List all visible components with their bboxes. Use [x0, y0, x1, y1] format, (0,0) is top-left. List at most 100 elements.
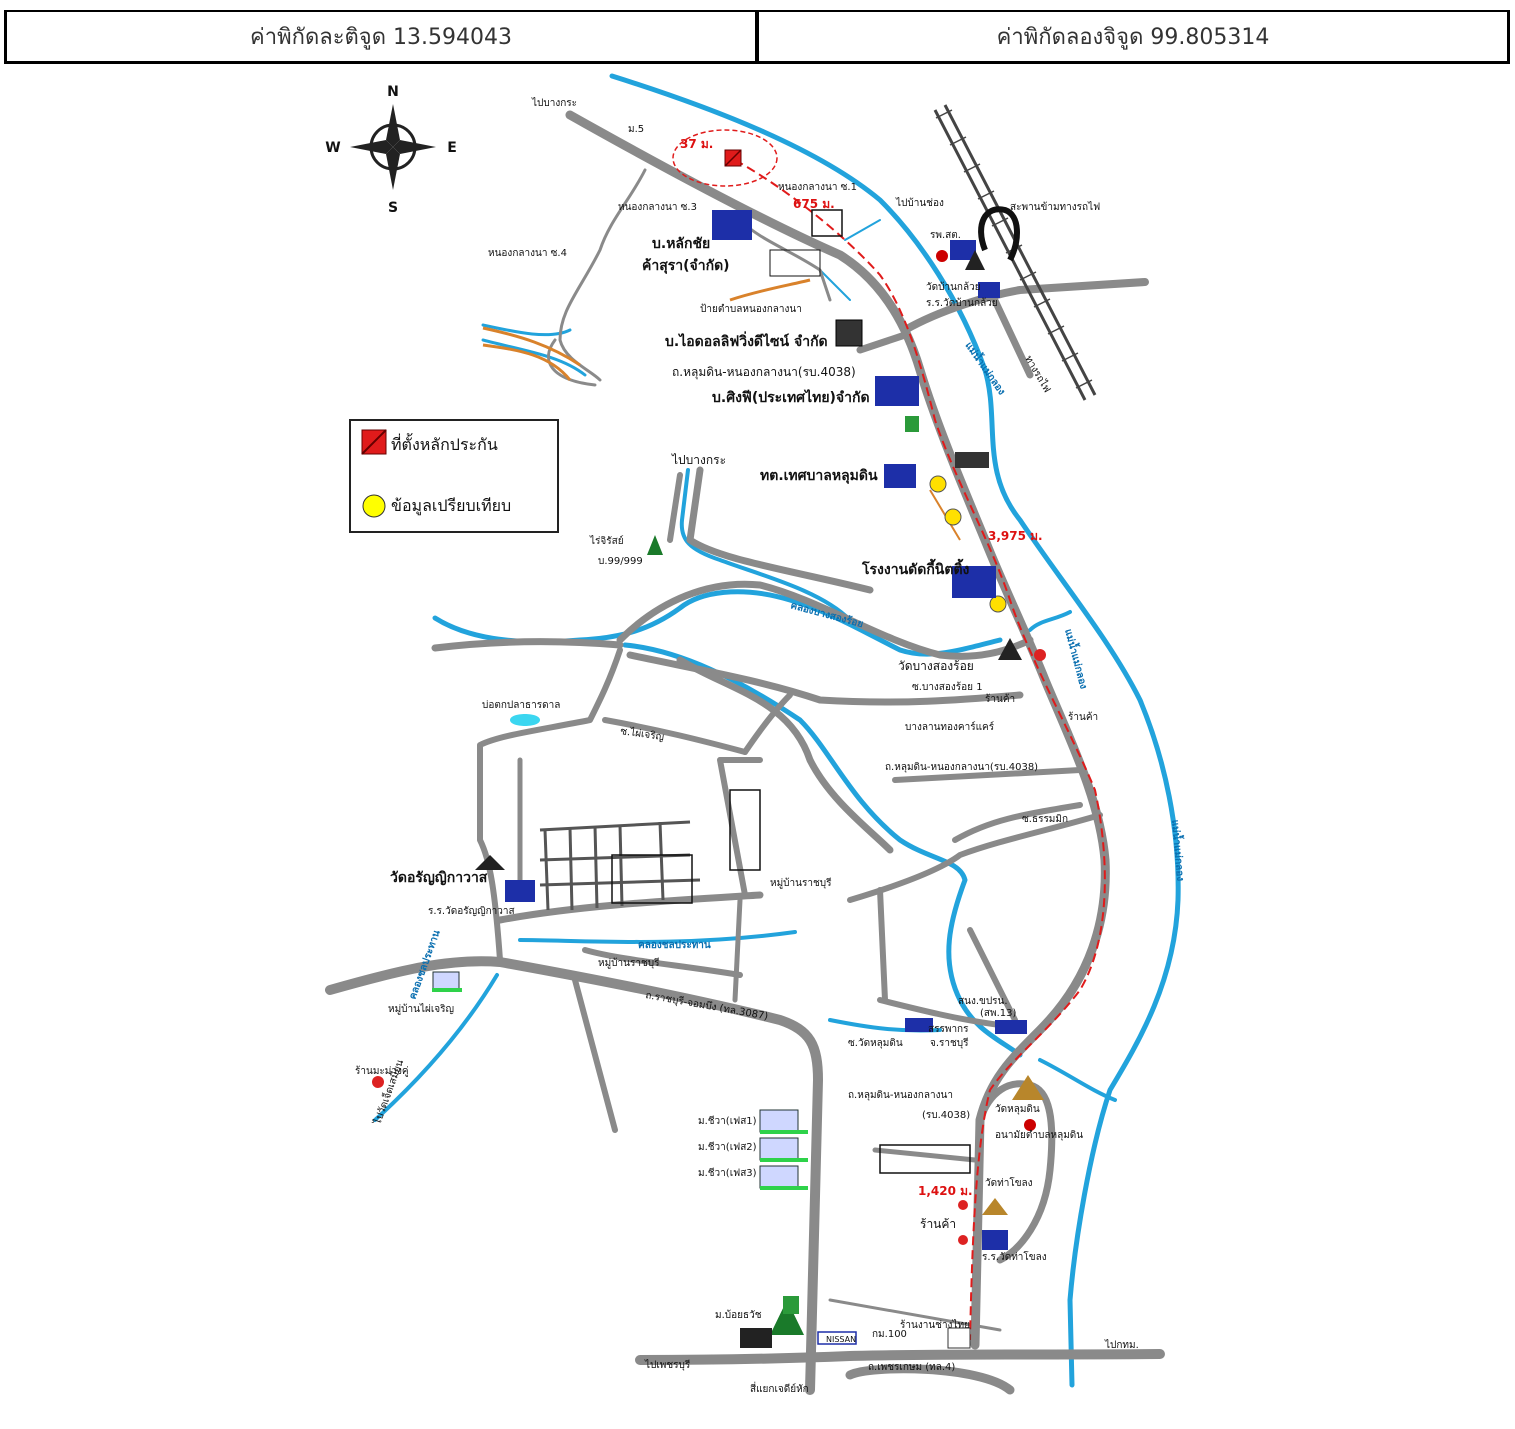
road-north-spur-b — [667, 472, 683, 543]
place-label: แม่น้ำแม่กลอง — [1062, 627, 1091, 690]
school-icon — [982, 1230, 1008, 1250]
place-label: บ.99/999 — [598, 556, 643, 567]
road-north-spur — [686, 466, 874, 594]
place-label: วัดอรัญญิกาวาส — [390, 870, 488, 886]
hospital-icon — [936, 250, 948, 262]
place-label: ร้านค้า — [920, 1217, 956, 1231]
compass-w: W — [325, 140, 340, 156]
place-label: (สพ.13) — [980, 1008, 1017, 1019]
village-grid — [539, 209, 971, 1174]
place-label: ไปกทม. — [1104, 1339, 1139, 1351]
housing-icon-phase1 — [759, 1109, 808, 1134]
comparison-marker-2 — [929, 475, 947, 493]
road-orange-1 — [729, 278, 811, 302]
canal-northwest — [481, 323, 587, 377]
distance-label: 675 ม. — [793, 197, 835, 211]
7-eleven-icon — [905, 416, 919, 432]
road-village-wat-lumdin — [877, 997, 1003, 1028]
housing-icon-phase2 — [759, 1137, 808, 1162]
place-label: สนง.ขปรน. — [958, 996, 1008, 1007]
place-label: สะพานข้ามทางรถไฟ — [1010, 201, 1100, 213]
factory-building-icon — [952, 566, 996, 598]
legend-comparison-label: ข้อมูลเปรียบเทียบ — [391, 496, 511, 516]
comparison-markers — [929, 475, 1007, 613]
irrigation-canal — [518, 930, 797, 944]
temple-icon — [965, 250, 985, 270]
place-label: ป้ายตำบลหนองกลางนา — [700, 303, 802, 315]
company-building-icon — [875, 376, 919, 406]
place-label: ร้านค้า — [1068, 711, 1098, 723]
place-label: บ.ไอดอลลิฟวิ่งดีไซน์ จำกัด — [665, 331, 828, 350]
location-map[interactable]: N S W E ที่ตั้งหลักประกัน ข้อมูลเปรียบเท… — [0, 66, 1515, 1429]
place-label: ไปบ้านช่อง — [895, 197, 944, 209]
coordinate-header: ค่าพิกัดละติจูด 13.594043 ค่าพิกัดลองจิจ… — [4, 10, 1510, 64]
place-label: โรงงานดัดกี้นิตติ้ง — [861, 558, 970, 578]
road-kl-spur — [856, 331, 909, 354]
factory-icon — [740, 1328, 772, 1348]
gas-station-icon — [947, 1327, 971, 1349]
housing-icon-village — [432, 971, 462, 992]
place-label: หมู่บ้านราชบุรี — [770, 877, 832, 889]
road-bang-song-roi — [616, 580, 1034, 660]
comparison-marker-1 — [944, 508, 962, 526]
road-tha-khlong — [872, 1147, 978, 1163]
road-mid-v — [877, 887, 888, 1003]
place-label: ร้านงานช่างไทย — [900, 1319, 970, 1331]
cube-building-icon — [835, 319, 863, 347]
temple-icon — [1012, 1075, 1044, 1100]
temple-icon — [998, 638, 1022, 660]
place-label: ค้าสุรา(จำกัด) — [642, 258, 730, 274]
road-west-link — [431, 638, 624, 652]
distance-label: 1,420 ม. — [918, 1184, 973, 1198]
place-label: ร.ร.วัดบ้านกล้วย — [926, 297, 998, 309]
road-west-loop-c — [742, 692, 793, 755]
road-ngam — [828, 1298, 1002, 1332]
place-label: จ.ราชบุรี — [930, 1037, 969, 1049]
pond-icon — [510, 714, 540, 726]
temple-icon — [982, 1198, 1008, 1215]
highway-4-south — [845, 1364, 1015, 1395]
place-label: รพ.สต. — [930, 230, 961, 241]
place-label: หมู่บ้านราชบุรี — [598, 957, 660, 969]
compass-n: N — [387, 84, 399, 100]
highway-office-icon — [995, 1020, 1027, 1034]
compass-s: S — [388, 200, 398, 216]
branch-to-river — [1038, 1058, 1117, 1102]
revenue-office-icon — [905, 1018, 933, 1032]
road-orange-2 — [482, 326, 581, 381]
place-label: หนองกลางนา ซ.3 — [618, 202, 697, 213]
building-icons — [372, 210, 1046, 1349]
road-mid-east — [847, 812, 1103, 903]
place-label: ม.5 — [628, 124, 644, 135]
distance-label: 37 ม. — [680, 137, 713, 151]
housing-icon-phase3 — [759, 1165, 808, 1190]
place-label: ไปเพชรบุรี — [644, 1359, 691, 1371]
place-label: ถ.เพชรเกษม (ทล.4) — [868, 1362, 955, 1373]
canal-south-branch — [622, 642, 1023, 1058]
7-eleven-icon — [783, 1296, 799, 1314]
place-label: หมู่บ้านไผ่เจริญ — [388, 1003, 454, 1015]
place-label: กม.100 — [872, 1329, 907, 1340]
car-icon — [955, 452, 989, 468]
longitude-cell: ค่าพิกัดลองจิจูด 99.805314 — [755, 12, 1507, 61]
collateral-highlight-circle — [672, 129, 778, 187]
place-label: ซ.บางสองร้อย 1 — [912, 681, 983, 693]
office-building-icon — [950, 240, 976, 260]
place-label: ถ.หลุมดิน-หนองกลางนา — [848, 1090, 953, 1101]
place-label: วัดท่าโขลง — [985, 1176, 1033, 1189]
road-south-diagonal — [572, 977, 618, 1133]
collateral-marker[interactable] — [724, 149, 742, 167]
road-soi-rachaburi — [496, 891, 764, 924]
canal-north-spur — [679, 468, 852, 622]
store-icon — [958, 1235, 968, 1245]
place-label: บ.หลักชัย — [652, 236, 710, 252]
place-label: ร.ร.วัดอรัญญิกาวาส — [428, 906, 515, 917]
place-label: ถ.ราชบุรี-จอมบึง (ทล.3087) — [644, 989, 769, 1022]
legend-collateral-label: ที่ตั้งหลักประกัน — [391, 433, 498, 454]
nissan-icon — [817, 1331, 857, 1345]
place-label: บ่อตกปลาธารดาล — [482, 700, 560, 711]
place-label: วัดบางสองร้อย — [898, 659, 974, 673]
place-label: แม่น้ำแม่กลอง — [1169, 819, 1188, 882]
place-label: ไปบางกระ — [671, 453, 726, 467]
store-icon — [958, 1200, 968, 1210]
